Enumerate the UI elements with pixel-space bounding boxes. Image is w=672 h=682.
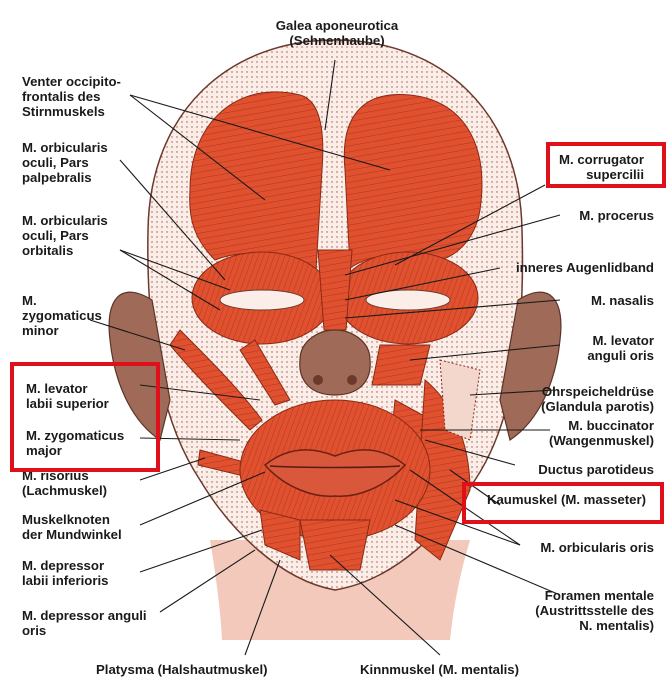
frontalis-right (344, 94, 482, 268)
label-ohrspeicheldruese: Ohrspeicheldrüse (Glandula parotis) (541, 384, 654, 414)
highlight-box-corrugator (546, 142, 666, 188)
label-procerus: M. procerus (579, 208, 654, 223)
label-orbicularis-oculi-palpebralis: M. orbicularis oculi, Pars palpebralis (22, 140, 108, 185)
label-buccinator: M. buccinator (Wangenmuskel) (549, 418, 654, 448)
label-foramen-mentale: Foramen mentale (Austrittsstelle des N. … (535, 588, 654, 633)
label-depressor-anguli-oris: M. depressor anguli oris (22, 608, 147, 638)
label-inneres-augenlidband: inneres Augenlidband (516, 260, 654, 275)
label-orbicularis-oculi-orbitalis: M. orbicularis oculi, Pars orbitalis (22, 213, 108, 258)
nose (300, 330, 370, 395)
label-risorius: M. risorius (Lachmuskel) (22, 468, 107, 498)
label-muskelknoten: Muskelknoten der Mundwinkel (22, 512, 122, 542)
label-ductus-parotideus: Ductus parotideus (538, 462, 654, 477)
label-orbicularis-oris: M. orbicularis oris (540, 540, 654, 555)
label-depressor-labii-inferioris: M. depressor labii inferioris (22, 558, 108, 588)
label-platysma: Platysma (Halshautmuskel) (96, 662, 268, 677)
highlight-box-levator-zygomaticus (10, 362, 160, 472)
label-venter-occipitofrontalis: Venter occipito- frontalis des Stirnmusk… (22, 74, 121, 119)
mentalis (300, 520, 370, 570)
highlight-box-masseter (462, 482, 664, 524)
label-nasalis: M. nasalis (591, 293, 654, 308)
label-kinnmuskel: Kinnmuskel (M. mentalis) (360, 662, 519, 677)
label-galea-aponeurotica: Galea aponeurotica (Sehnenhaube) (232, 18, 442, 48)
levator-anguli-right (372, 345, 430, 385)
label-zygomaticus-minor: M. zygomaticus minor (22, 293, 102, 338)
label-levator-anguli-oris: M. levator anguli oris (587, 333, 654, 363)
